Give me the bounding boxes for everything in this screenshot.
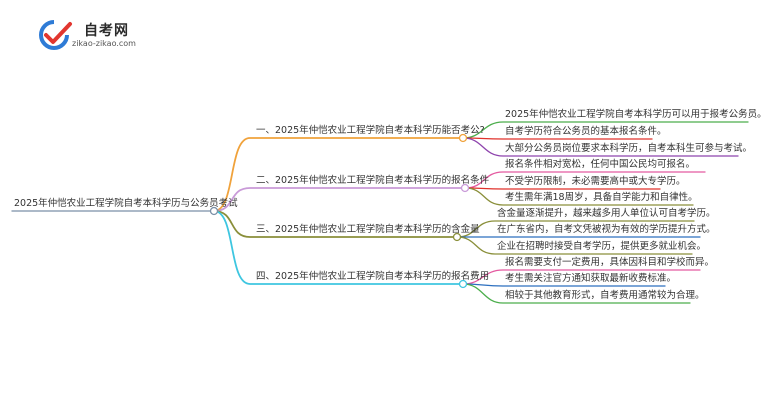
leaf-1-3-connector: [462, 137, 739, 157]
leaf-1-2: 自考学历符合公务员的基本报名条件。: [505, 126, 667, 137]
branch-4-connector: [213, 210, 467, 285]
leaf-3-1: 含金量逐渐提升，越来越多用人单位认可自考学历。: [497, 208, 716, 219]
leaf-4-2: 考生需关注官方通知获取最新收费标准。: [505, 273, 677, 284]
branch-3-connector: [213, 210, 461, 238]
leaf-2-3: 考生需年满18周岁，具备自学能力和自律性。: [505, 192, 698, 203]
branch-3-hub: [452, 232, 462, 242]
leaf-3-2: 在广东省内，自考文凭被视为有效的学历提升方式。: [497, 224, 716, 235]
leaf-3-3: 企业在招聘时接受自考学历，提供更多就业机会。: [497, 241, 707, 252]
leaf-4-3: 相较于其他教育形式，自考费用通常较为合理。: [505, 290, 705, 301]
branch-2-connector: [213, 187, 469, 212]
branch-4-node: 四、2025年仲恺农业工程学院自考本科学历的报名费用: [256, 271, 490, 282]
leaf-1-3: 大部分公务员岗位要求本科学历，自考本科生可参与考试。: [505, 143, 753, 154]
branch-2-node: 二、2025年仲恺农业工程学院自考本科学历的报名条件: [256, 175, 490, 186]
logo-name: 自考网: [84, 23, 129, 39]
logo-domain: zikao-zikao.com: [72, 39, 136, 48]
leaf-1-1: 2025年仲恺农业工程学院自考本科学历可以用于报考公务员。: [505, 109, 767, 120]
mindmap-connectors: [11, 121, 749, 304]
leaf-2-2: 不受学历限制，未必需要高中或大专学历。: [505, 176, 686, 187]
leaf-2-2-connector: [464, 187, 661, 190]
branch-4-hub: [458, 279, 468, 289]
leaf-1-2-connector: [462, 137, 653, 140]
branch-1-connector: [213, 137, 467, 212]
root-node: 2025年仲恺农业工程学院自考本科学历与公务员考试: [14, 198, 238, 209]
branch-2-hub: [460, 183, 470, 193]
leaf-4-1: 报名需要支付一定费用，具体因科目和学校而异。: [505, 257, 715, 268]
branch-3-node: 三、2025年仲恺农业工程学院自考本科学历的含金量: [256, 224, 480, 235]
branch-1-node: 一、2025年仲恺农业工程学院自考本科学历能否考公?: [256, 125, 485, 136]
root-hub: [209, 206, 219, 216]
logo-emblem-icon: [39, 20, 72, 50]
leaf-2-3-connector: [464, 187, 694, 206]
branch-1-hub: [458, 133, 468, 143]
logo: 自考网 zikao-zikao.com: [34, 18, 154, 52]
leaf-3-3-connector: [456, 236, 693, 255]
leaf-4-3-connector: [462, 283, 691, 304]
leaf-2-1: 报名条件相对宽松，任何中国公民均可报名。: [505, 159, 696, 170]
